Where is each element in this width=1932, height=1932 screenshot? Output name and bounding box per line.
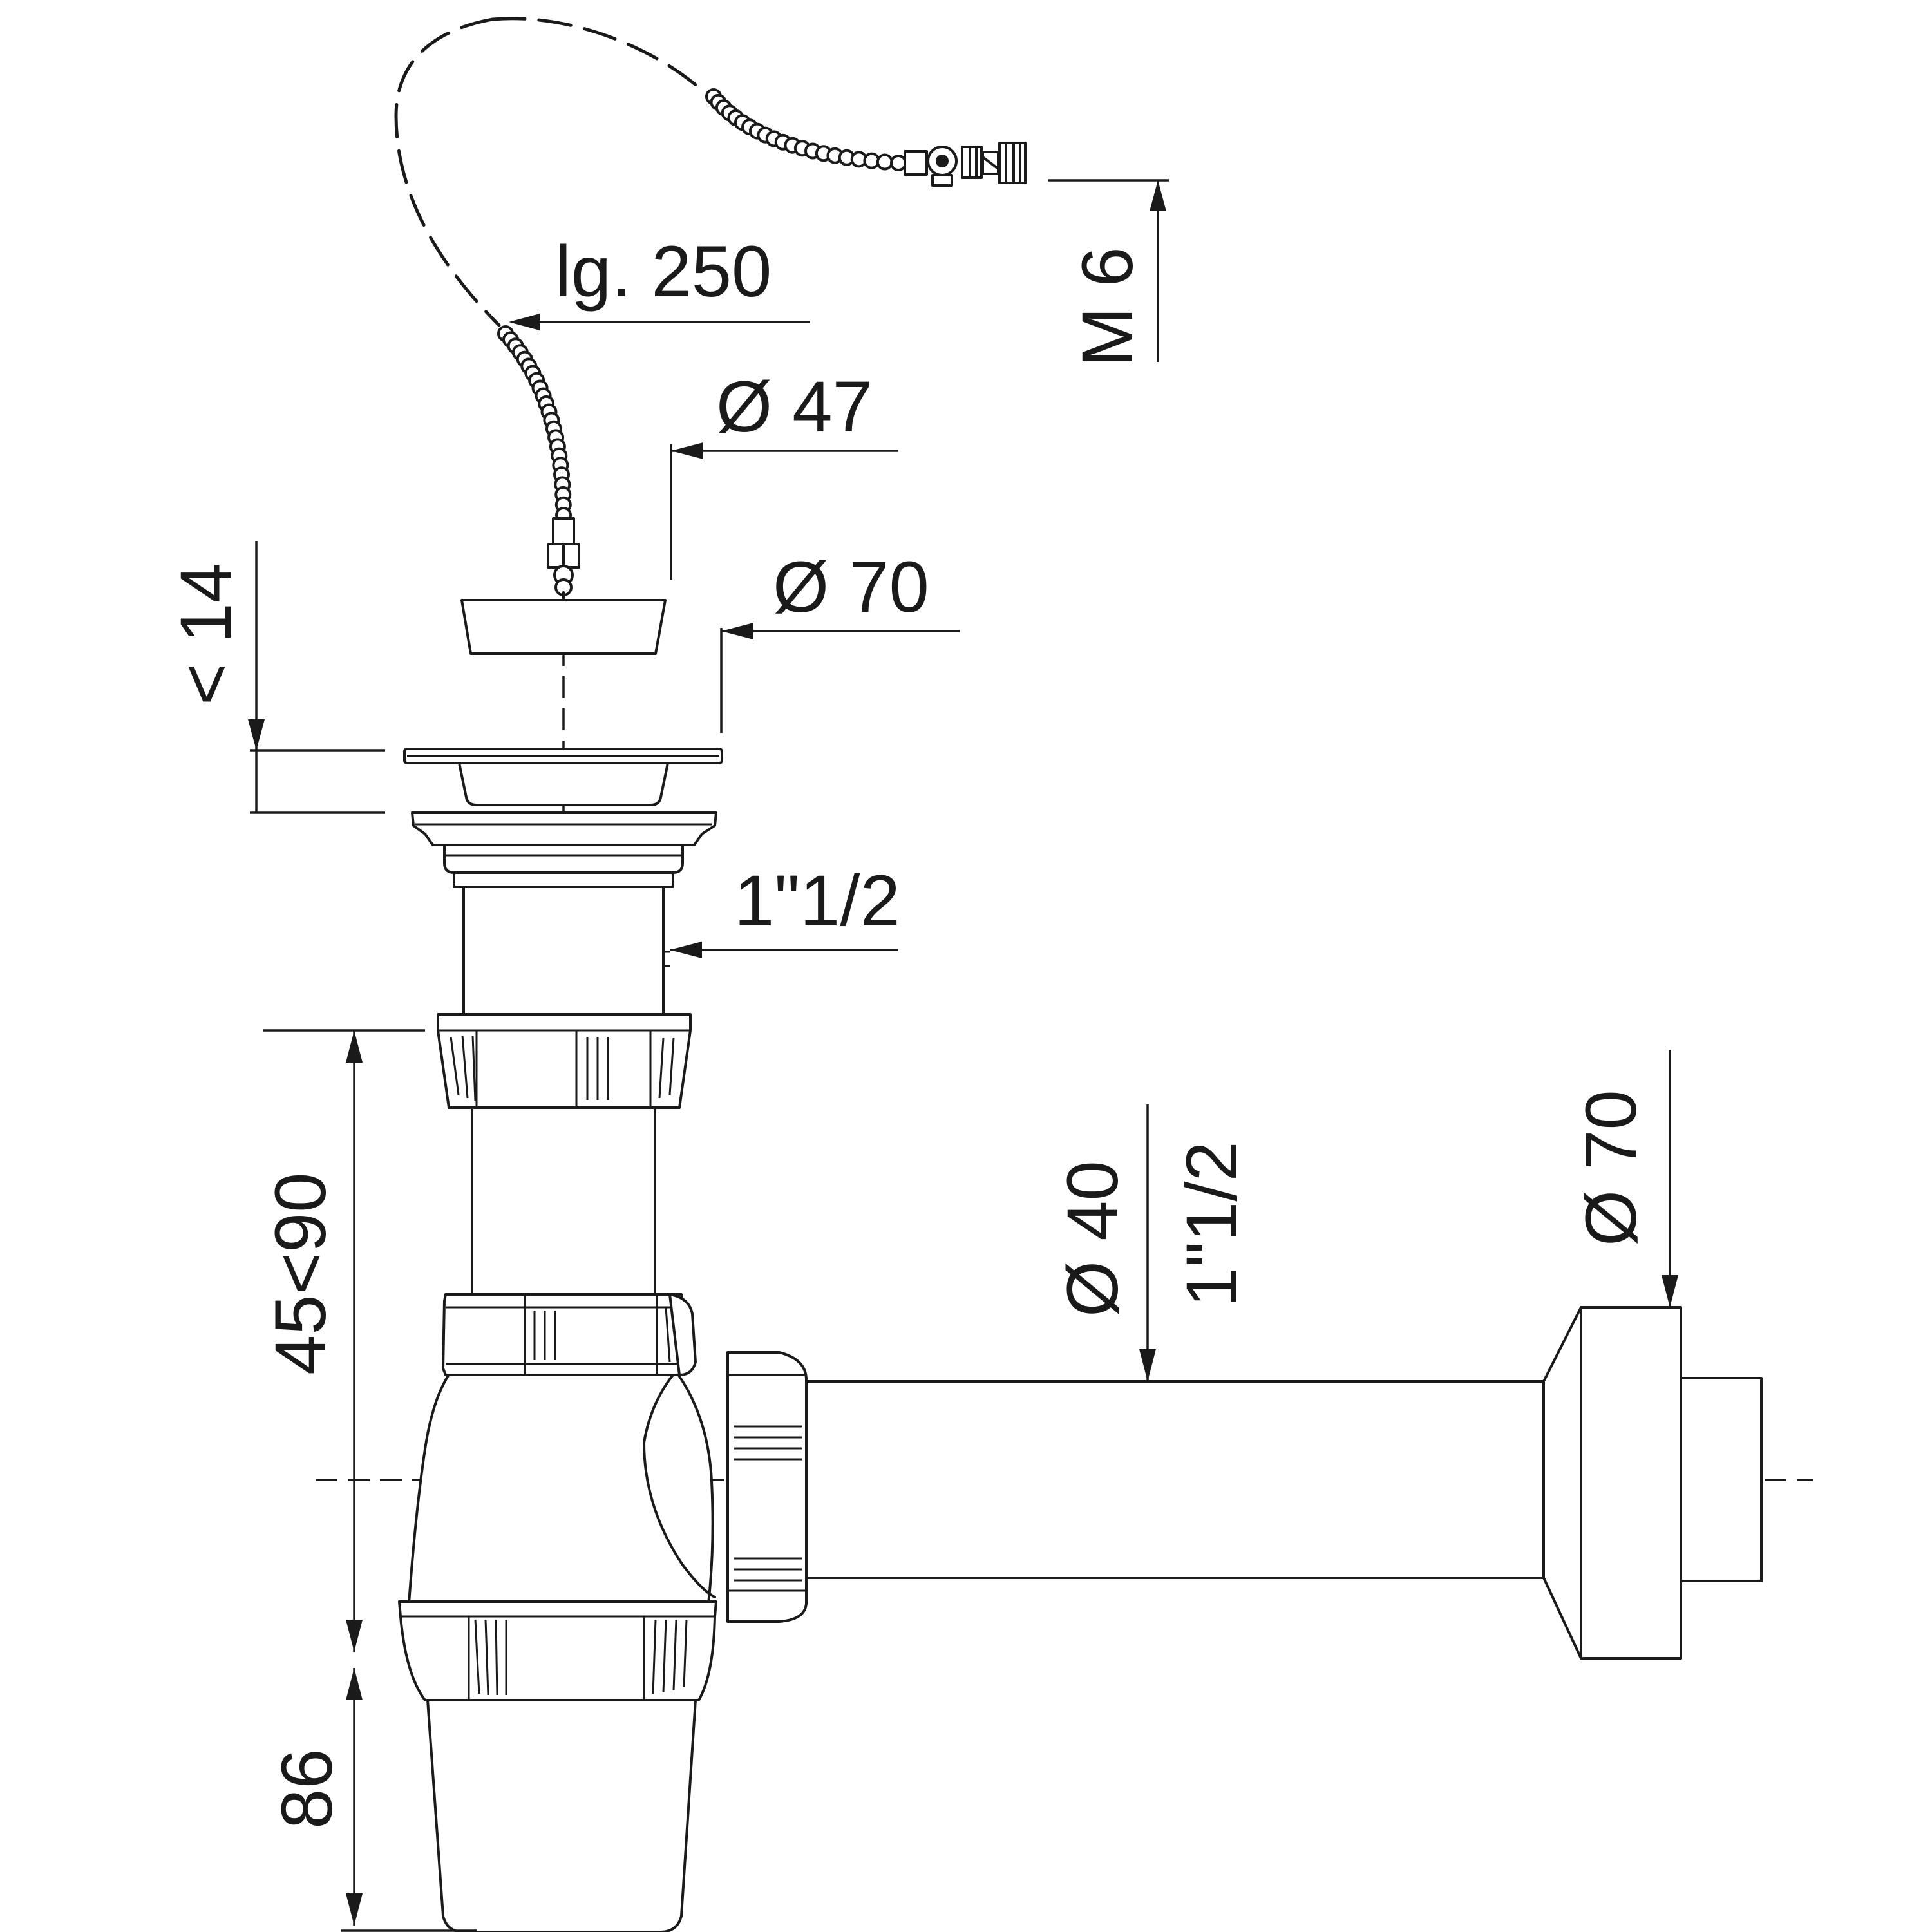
outlet-pipe (805, 1306, 1763, 1660)
chain-dashed-loop (394, 17, 501, 327)
chain-bead (876, 153, 893, 171)
rubber-plug (460, 591, 667, 655)
trap-body (408, 1293, 716, 1605)
chain-beads-top (705, 88, 907, 171)
dimension-lines (248, 179, 1678, 1932)
plug-diameter-label: Ø 47 (716, 366, 873, 447)
plug-chain (394, 17, 1027, 596)
grid-height-label: < 14 (166, 563, 246, 705)
outlet-thread-label: 1"1/2 (1171, 1141, 1252, 1307)
vertical-dip-tube (471, 1106, 656, 1296)
outlet-nut (726, 1351, 808, 1623)
thread-m6-label: M 6 (1067, 247, 1148, 367)
trap-cup (426, 1699, 697, 1932)
chain-beads-left (497, 325, 572, 524)
rosette-diameter-label: Ø 70 (1571, 1090, 1651, 1246)
chain-bead (890, 155, 907, 171)
waste-grid (403, 748, 723, 1016)
grid-diameter-label: Ø 70 (773, 547, 929, 627)
plug-chain-holder (547, 517, 580, 596)
dimension-labels: lg. 250 M 6 Ø 47 Ø 70 < 14 1"1/2 45<90 8… (166, 231, 1651, 1829)
outlet-diameter-label: Ø 40 (1052, 1160, 1133, 1317)
lower-cup-nut (398, 1600, 717, 1701)
chain-end-fitting (904, 142, 1027, 187)
upper-nut (437, 1013, 692, 1109)
height-adjust-label: 45<90 (260, 1172, 341, 1375)
cup-height-label: 86 (267, 1748, 347, 1829)
chain-length-label: lg. 250 (555, 231, 772, 312)
chain-dashed-top (491, 17, 704, 92)
inlet-thread-label: 1"1/2 (734, 860, 900, 941)
